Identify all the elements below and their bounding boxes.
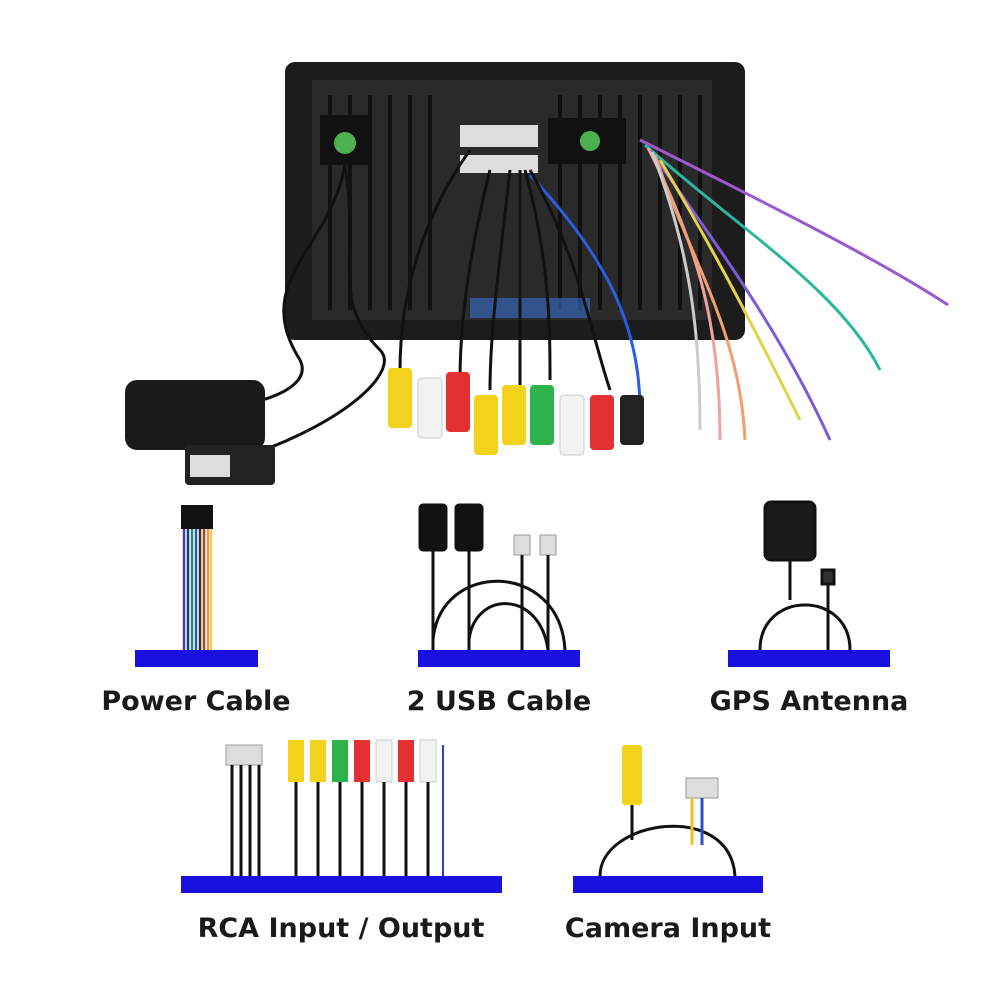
power-cable-bar — [135, 650, 258, 667]
gps-antenna-label: GPS Antenna — [709, 686, 909, 717]
rca-bar — [181, 876, 502, 893]
rca-connectors — [388, 368, 644, 456]
camera-cable-icon — [598, 745, 737, 877]
gps-antenna-icon — [758, 500, 852, 651]
usb-cable-label: 2 USB Cable — [406, 686, 592, 717]
usb-cable-icon — [418, 503, 567, 651]
rca-cable-icon — [225, 739, 444, 876]
gps-box — [125, 380, 265, 450]
gps-antenna-bar — [728, 650, 890, 667]
usb-cable-bar — [418, 650, 580, 667]
gps-port-icon — [334, 132, 356, 154]
head-unit-photo — [125, 62, 949, 485]
rca-label: RCA Input / Output — [197, 913, 485, 944]
camera-input-label: Camera Input — [564, 913, 772, 944]
power-cable-label: Power Cable — [101, 686, 291, 717]
power-cable-icon — [181, 505, 213, 650]
camera-input-bar — [573, 876, 763, 893]
